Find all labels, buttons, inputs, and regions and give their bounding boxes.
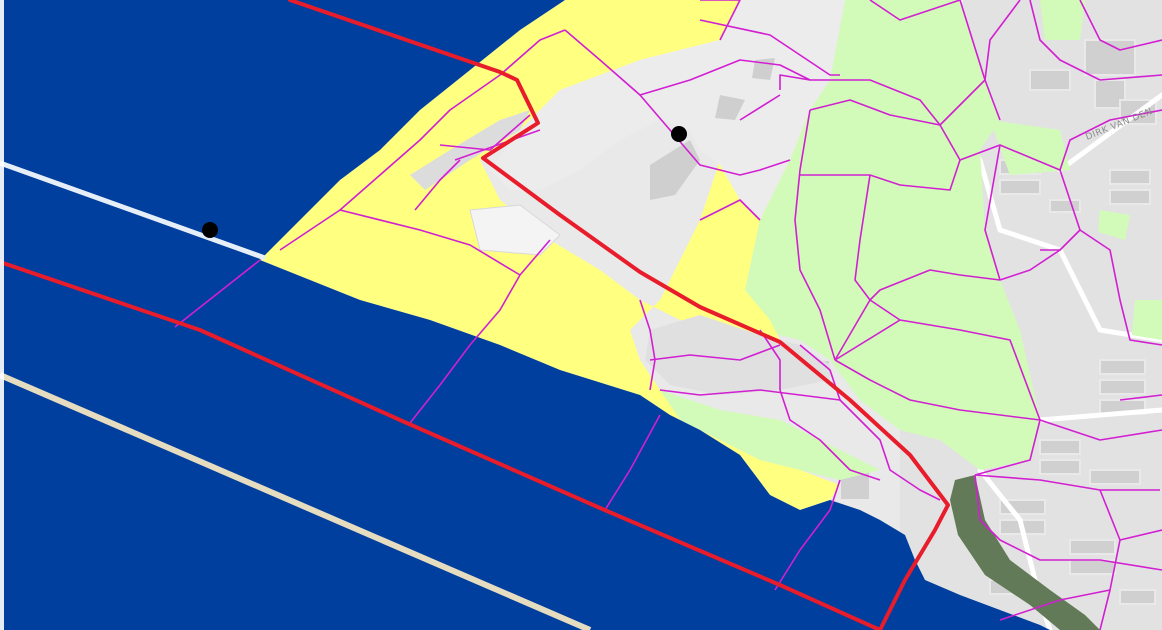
beach-dunes — [260, 0, 840, 510]
transect-line-white — [0, 160, 266, 261]
parcel-boundaries — [174, 0, 1162, 630]
transect-lines — [0, 160, 592, 630]
boundary-line-north — [288, 0, 950, 630]
administrative-boundary — [0, 0, 950, 630]
canal — [950, 475, 1100, 630]
water-body — [0, 0, 1050, 630]
transect-line-tan — [0, 372, 592, 630]
point-markers[interactable] — [202, 126, 687, 238]
dune-interior — [410, 0, 845, 395]
map-left-edge — [0, 0, 4, 630]
green-areas — [660, 0, 1162, 480]
point-marker[interactable] — [671, 126, 687, 142]
point-marker[interactable] — [202, 222, 218, 238]
boundary-line-south — [0, 260, 882, 630]
